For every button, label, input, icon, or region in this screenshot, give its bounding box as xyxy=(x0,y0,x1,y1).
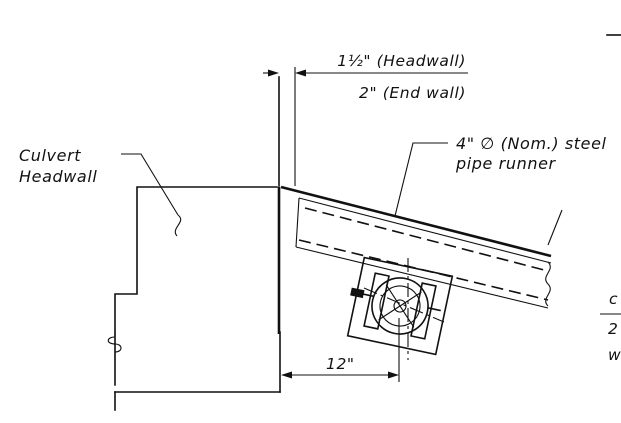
break-line-pipe xyxy=(545,261,551,307)
break-line-headwall xyxy=(107,330,122,360)
endwall-gap-label: 2" (End wall) xyxy=(359,84,466,102)
pipe-break-extension xyxy=(547,209,563,246)
offset-dimension-label: 12" xyxy=(326,355,355,373)
cut-label-w: w xyxy=(608,346,621,364)
gap-dimension xyxy=(263,67,468,187)
culvert-label-line1: Culvert xyxy=(19,146,81,165)
culvert-label-line2: Headwall xyxy=(19,167,97,186)
headwall-gap-label: 1½" (Headwall) xyxy=(337,52,466,70)
pipe-leader xyxy=(394,142,448,217)
pipe-label-line1: 4" ∅ (Nom.) steel xyxy=(456,134,607,153)
cut-label-2: 2 xyxy=(608,320,618,338)
steel-pipe-runner xyxy=(280,185,552,309)
culvert-leader xyxy=(121,153,179,216)
offset-dimension xyxy=(281,318,400,382)
cut-label-c: c xyxy=(609,290,618,308)
pipe-label-line2: pipe runner xyxy=(455,154,557,173)
culvert-leader-end xyxy=(174,214,182,237)
culvert-headwall-outline xyxy=(114,186,281,411)
diagonal-centerline xyxy=(363,287,445,323)
